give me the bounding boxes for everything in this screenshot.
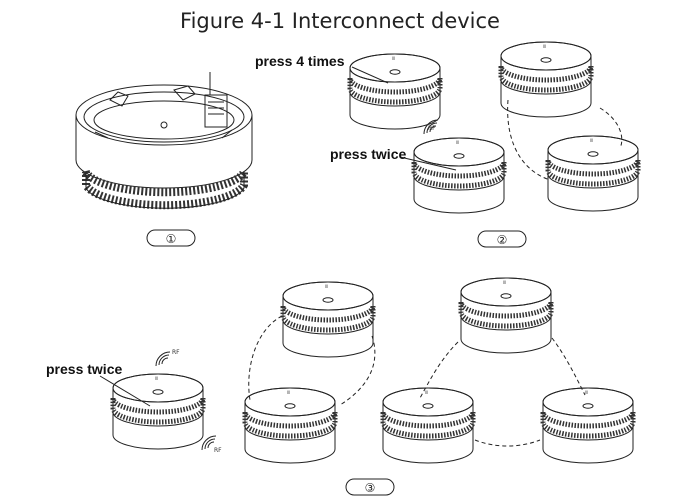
figure-title: Figure 4-1 Interconnect device xyxy=(180,9,500,33)
detector-3f xyxy=(543,388,633,463)
detector-2c xyxy=(501,42,591,117)
panel-3-step-badge: ③ xyxy=(345,478,395,496)
press-twice-label-3: press twice xyxy=(46,361,122,377)
detector-2d xyxy=(548,136,638,211)
panel-1-base-device xyxy=(75,72,253,210)
detector-3d xyxy=(461,278,551,353)
panel-3: RF RF press twice xyxy=(46,278,633,463)
detector-2a xyxy=(350,54,440,129)
detector-3b xyxy=(283,282,373,357)
press-twice-label-2: press twice xyxy=(330,146,406,162)
panel-1-step-number: ① xyxy=(166,232,177,246)
rf-label-bottom: RF xyxy=(214,447,222,454)
panel-2-step-number: ② xyxy=(497,233,508,247)
panel-1-step-badge: ① xyxy=(146,229,196,247)
panel-2: RF press 4 times press twice xyxy=(255,42,638,213)
rf-waves-icon-top xyxy=(155,351,171,367)
detector-3c xyxy=(245,388,335,463)
detector-3e xyxy=(383,388,473,463)
detector-3a xyxy=(113,374,203,449)
panel-3-step-number: ③ xyxy=(365,481,376,495)
detector-2b xyxy=(414,138,504,213)
rf-label: RF xyxy=(428,125,436,132)
rf-label-top: RF xyxy=(172,349,180,356)
panel-2-step-badge: ② xyxy=(477,230,527,248)
press-4-times-label: press 4 times xyxy=(255,53,345,69)
